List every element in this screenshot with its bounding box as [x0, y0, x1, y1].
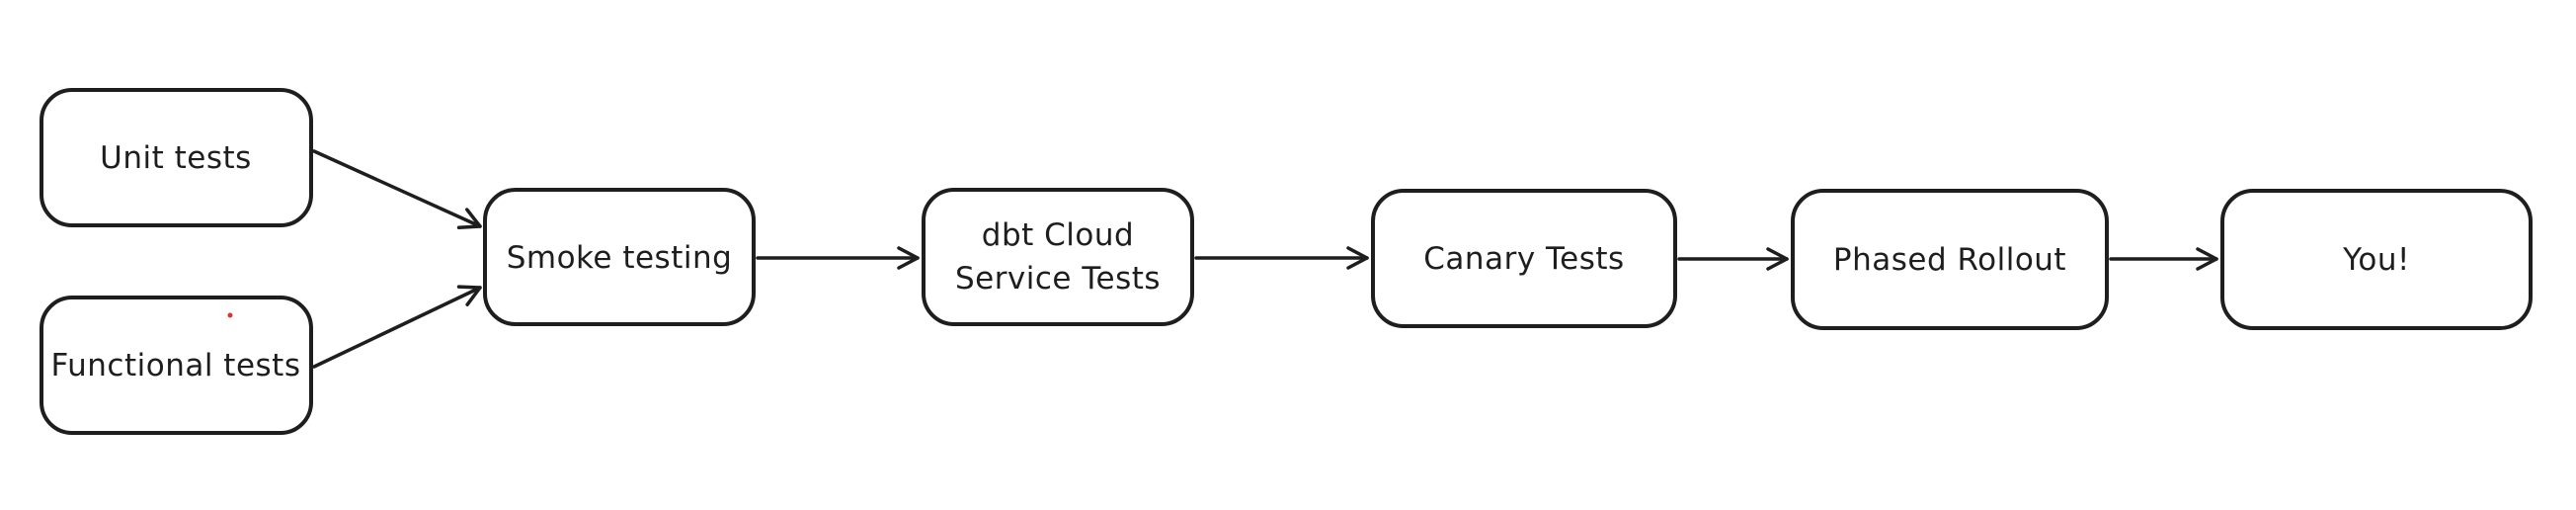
node-functional-tests: Functional tests: [40, 296, 313, 435]
node-canary-tests-label: Canary Tests: [1423, 241, 1624, 277]
node-smoke-testing-label: Smoke testing: [507, 240, 733, 276]
node-dbt-cloud-service-tests: dbt Cloud Service Tests: [922, 188, 1194, 326]
node-unit-tests-box: [40, 88, 313, 227]
node-unit-tests-label: Unit tests: [100, 140, 252, 176]
node-smoke-testing-box: [483, 188, 756, 326]
node-phased-rollout-box: [1791, 189, 2109, 330]
edge-functional-tests-to-smoke-testing: [312, 285, 482, 369]
node-functional-tests-box: [40, 296, 313, 435]
node-phased-rollout-label: Phased Rollout: [1833, 242, 2066, 278]
node-functional-tests-label: Functional tests: [50, 348, 300, 383]
node-you: You!: [2220, 189, 2533, 330]
node-dbt-cloud-service-tests-box: [922, 188, 1194, 326]
node-unit-tests: Unit tests: [40, 88, 313, 227]
node-phased-rollout: Phased Rollout: [1791, 189, 2109, 330]
node-dbt-cloud-service-tests-label-line2: Service Tests: [955, 261, 1161, 297]
edge-unit-tests-to-smoke-testing: [312, 149, 482, 230]
node-smoke-testing: Smoke testing: [483, 188, 756, 326]
node-canary-tests: Canary Tests: [1371, 189, 1677, 328]
node-canary-tests-box: [1371, 189, 1677, 328]
node-you-box: [2220, 189, 2533, 330]
node-you-label: You!: [2342, 242, 2410, 278]
node-dbt-cloud-service-tests-label-line1: dbt Cloud: [982, 217, 1134, 253]
red-dot-artifact: [227, 312, 233, 318]
